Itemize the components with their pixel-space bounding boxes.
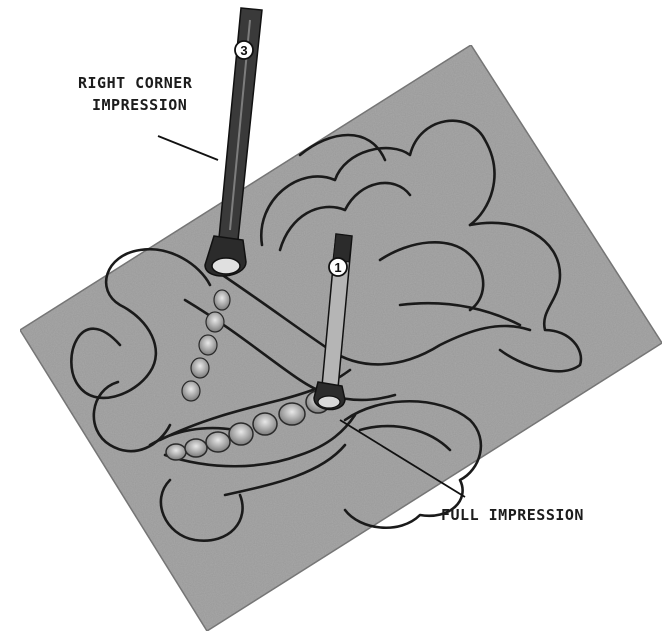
- impression-cup: [229, 423, 253, 445]
- corner-impression: [206, 312, 224, 332]
- corner-impression: [182, 381, 200, 401]
- right-corner-impression-label: RIGHT CORNER IMPRESSION: [78, 72, 192, 116]
- impression-cup: [253, 413, 277, 435]
- corner-impression: [199, 335, 217, 355]
- right-corner-label-line2: IMPRESSION: [78, 94, 192, 116]
- tool-1-face: [318, 396, 340, 408]
- impression-cup: [279, 403, 305, 425]
- impression-cup: [185, 439, 207, 457]
- impression-cup: [166, 444, 186, 460]
- tool-3-marker: 3: [240, 43, 247, 58]
- impression-cup: [206, 432, 230, 452]
- full-impression-label: FULL IMPRESSION: [441, 504, 584, 526]
- right-corner-label-line1: RIGHT CORNER: [78, 72, 192, 94]
- right-corner-leader-line: [158, 136, 218, 160]
- tool-1-marker: 1: [334, 260, 341, 275]
- corner-impression: [191, 358, 209, 378]
- tool-3-face: [212, 258, 240, 274]
- corner-impression: [214, 290, 230, 310]
